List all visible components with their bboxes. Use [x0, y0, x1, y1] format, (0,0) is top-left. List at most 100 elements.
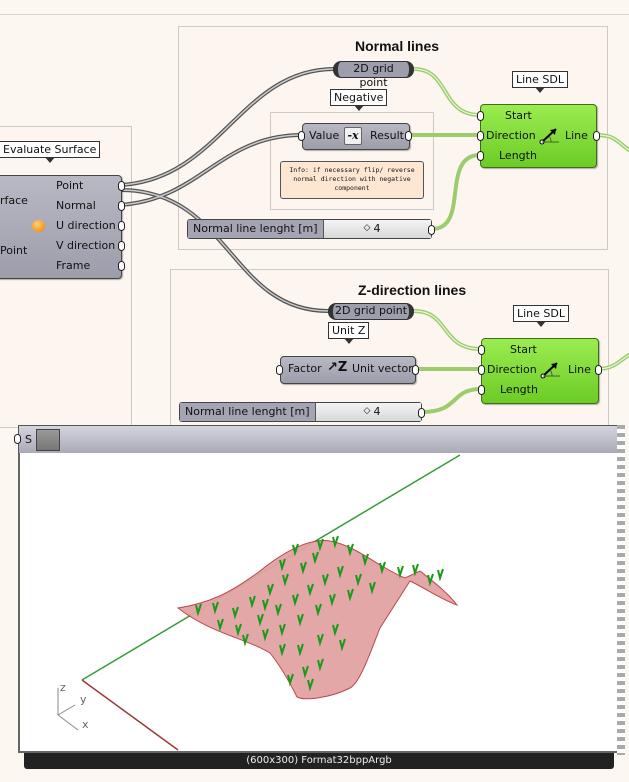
- evaluate-surface-component[interactable]: rface Point Point Normal U direction V d…: [0, 175, 122, 279]
- slider-grip[interactable]: ◇: [363, 223, 371, 233]
- resize-edge[interactable]: [617, 425, 625, 755]
- evaluate-surface-tag: Evaluate Surface: [0, 141, 101, 163]
- slider-track-z[interactable]: 4◇: [315, 403, 421, 421]
- port-unit-vector[interactable]: [412, 365, 419, 375]
- normal-line-mark: [379, 561, 386, 575]
- normal-length-slider-z[interactable]: Normal line lenght [m] 4◇: [179, 402, 422, 422]
- normal-line-mark: [235, 623, 242, 637]
- port-factor[interactable]: [276, 365, 283, 375]
- negative-input[interactable]: Value: [309, 129, 340, 142]
- grid-point-param[interactable]: 2D grid point: [333, 61, 414, 89]
- normal-line-mark: [412, 563, 419, 577]
- input-direction[interactable]: Direction: [486, 129, 536, 142]
- output-point[interactable]: Point: [56, 179, 84, 192]
- output-frame[interactable]: Frame: [56, 259, 91, 272]
- port-normal[interactable]: [118, 201, 125, 211]
- slider-label-z: Normal line lenght [m]: [180, 403, 316, 421]
- port-u[interactable]: [118, 221, 125, 231]
- input-point[interactable]: Point: [0, 244, 28, 257]
- axis-label-y: y: [80, 693, 87, 706]
- line-sdl-tag-z: Line SDL: [513, 305, 570, 327]
- slider-label: Normal line lenght [m]: [188, 220, 324, 238]
- port-negative-in[interactable]: [298, 131, 305, 141]
- normal-line-mark: [300, 561, 307, 575]
- input-start-z[interactable]: Start: [510, 343, 537, 356]
- unit-z-tag: Unit Z: [328, 322, 370, 344]
- grid-point-param-z[interactable]: 2D grid point: [328, 303, 414, 320]
- port-length-z[interactable]: [478, 385, 485, 395]
- negative-tag: Negative: [330, 89, 388, 111]
- normal-line-mark: [212, 601, 219, 615]
- normal-line-mark: [317, 658, 324, 672]
- normal-line-mark: [437, 568, 444, 582]
- input-length-z[interactable]: Length: [500, 383, 538, 396]
- slider-track[interactable]: 4◇: [323, 220, 431, 238]
- info-panel[interactable]: Info: if necessary flip/ reverse normal …: [280, 161, 424, 199]
- input-start[interactable]: Start: [505, 109, 532, 122]
- port-v[interactable]: [118, 241, 125, 251]
- input-surface[interactable]: rface: [0, 194, 28, 207]
- output-normal[interactable]: Normal: [56, 199, 96, 212]
- line-sdl-icon: [540, 362, 560, 379]
- z-direction-title: Z-direction lines: [358, 282, 467, 298]
- input-direction-z[interactable]: Direction: [487, 363, 537, 376]
- image-input-label[interactable]: S: [25, 433, 32, 446]
- port-line[interactable]: [593, 131, 600, 141]
- port-line-z[interactable]: [595, 365, 602, 375]
- normal-line-mark: [322, 573, 329, 587]
- slider-value-z[interactable]: 4: [373, 405, 381, 418]
- normal-line-mark: [302, 665, 309, 679]
- line-sdl-component[interactable]: Start Direction Length Line: [480, 104, 597, 168]
- axis-gizmo: [57, 688, 79, 731]
- port-length[interactable]: [477, 151, 484, 161]
- axis-label-x: x: [82, 718, 89, 731]
- port-negative-out[interactable]: [405, 131, 412, 141]
- unit-z-output[interactable]: Unit vector: [352, 362, 413, 375]
- normal-length-slider[interactable]: Normal line lenght [m] 4◇: [187, 219, 432, 239]
- slider-value[interactable]: 4: [373, 222, 381, 235]
- normal-line-mark: [279, 558, 286, 572]
- port-start[interactable]: [477, 111, 484, 121]
- output-line-z[interactable]: Line: [568, 363, 591, 376]
- port-slider-z[interactable]: [418, 408, 425, 418]
- normal-line-mark: [297, 613, 304, 627]
- negative-component[interactable]: Value -x Result: [302, 123, 410, 150]
- output-line[interactable]: Line: [565, 129, 588, 142]
- port-direction[interactable]: [477, 131, 484, 141]
- normal-line-mark: [339, 638, 346, 652]
- port-direction-z[interactable]: [478, 365, 485, 375]
- line-sdl-component-z[interactable]: Start Direction Length Line: [481, 338, 599, 404]
- normal-line-mark: [232, 606, 239, 620]
- output-v-direction[interactable]: V direction: [56, 239, 116, 252]
- normal-line-mark: [249, 595, 256, 609]
- normal-line-mark: [262, 628, 269, 642]
- port-point[interactable]: [118, 181, 125, 191]
- normal-line-mark: [267, 583, 274, 597]
- surface: [176, 540, 459, 700]
- input-length[interactable]: Length: [499, 149, 537, 162]
- normal-line-mark: [317, 633, 324, 647]
- normal-line-mark: [397, 565, 404, 579]
- normal-line-mark: [279, 623, 286, 637]
- port-start-z[interactable]: [478, 345, 485, 355]
- normal-line-mark: [427, 573, 434, 587]
- slider-grip-z[interactable]: ◇: [363, 406, 371, 416]
- normal-line-mark: [332, 623, 339, 637]
- wire-point-grid-z: [118, 188, 330, 313]
- normal-line-mark: [312, 551, 319, 565]
- negative-output[interactable]: Result: [370, 129, 404, 142]
- port-frame[interactable]: [118, 261, 125, 271]
- normal-line-mark: [332, 535, 339, 549]
- normal-line-mark: [307, 678, 314, 692]
- port-image-input[interactable]: [14, 434, 21, 444]
- unit-z-input[interactable]: Factor: [288, 362, 322, 375]
- normal-line-mark: [262, 598, 269, 612]
- normal-line-mark: [347, 543, 354, 557]
- normal-line-mark: [362, 553, 369, 567]
- unit-z-component[interactable]: Factor ↗Z Unit vector: [280, 356, 416, 384]
- normal-line-mark: [292, 543, 299, 557]
- image-viewer-header[interactable]: S: [18, 425, 622, 454]
- port-slider[interactable]: [428, 225, 435, 235]
- output-u-direction[interactable]: U direction: [56, 219, 116, 232]
- image-viewport: z y x: [18, 453, 620, 753]
